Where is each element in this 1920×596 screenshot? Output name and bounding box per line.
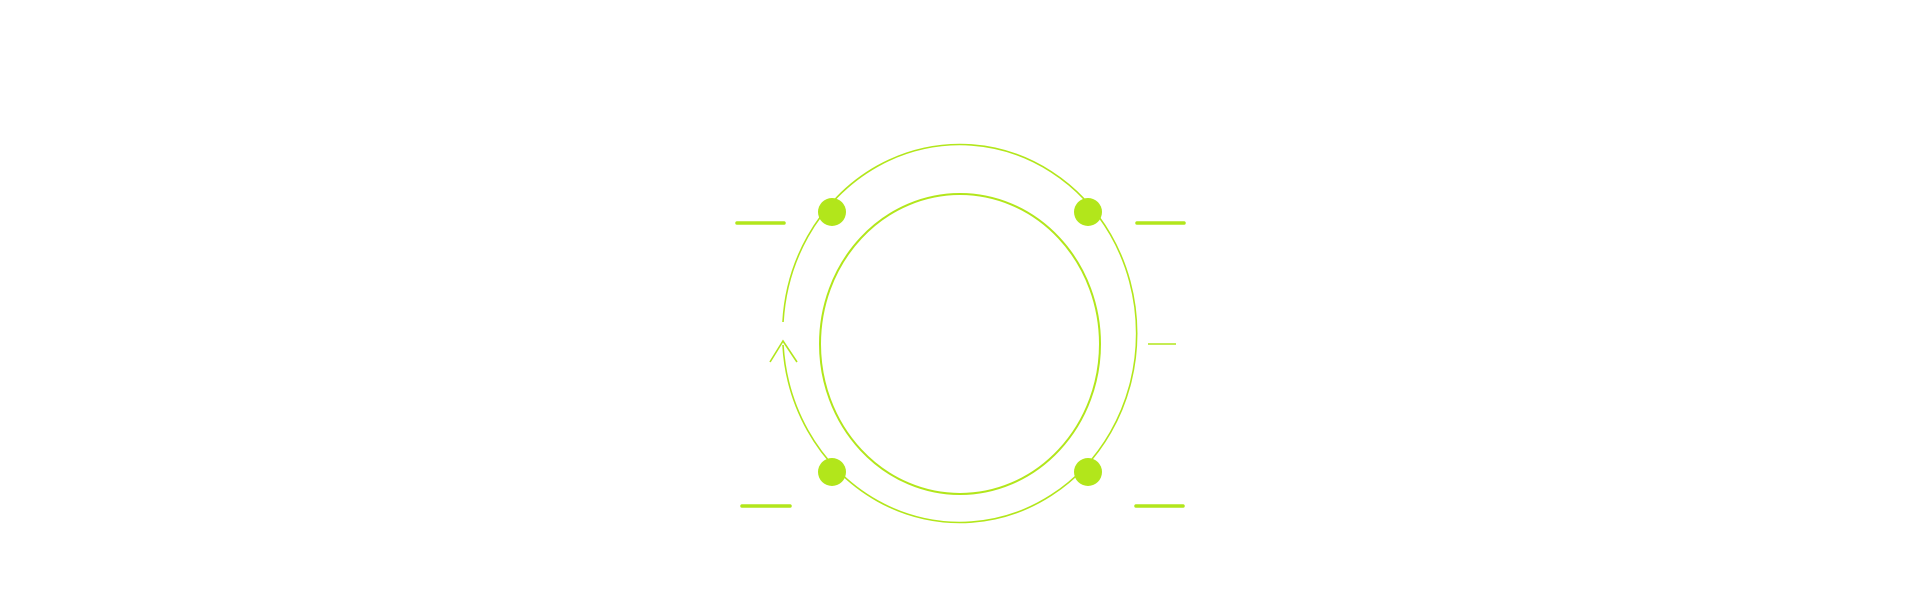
cycle-node-bottom-right: [1074, 458, 1102, 486]
inner-circle: [819, 193, 1101, 495]
cycle-node-top-left: [818, 198, 846, 226]
cycle-node-top-right: [1074, 198, 1102, 226]
outer-cycle-arc-right: [782, 143, 1138, 524]
cycle-node-bottom-left: [818, 458, 846, 486]
arrowhead-icon: [769, 339, 798, 363]
